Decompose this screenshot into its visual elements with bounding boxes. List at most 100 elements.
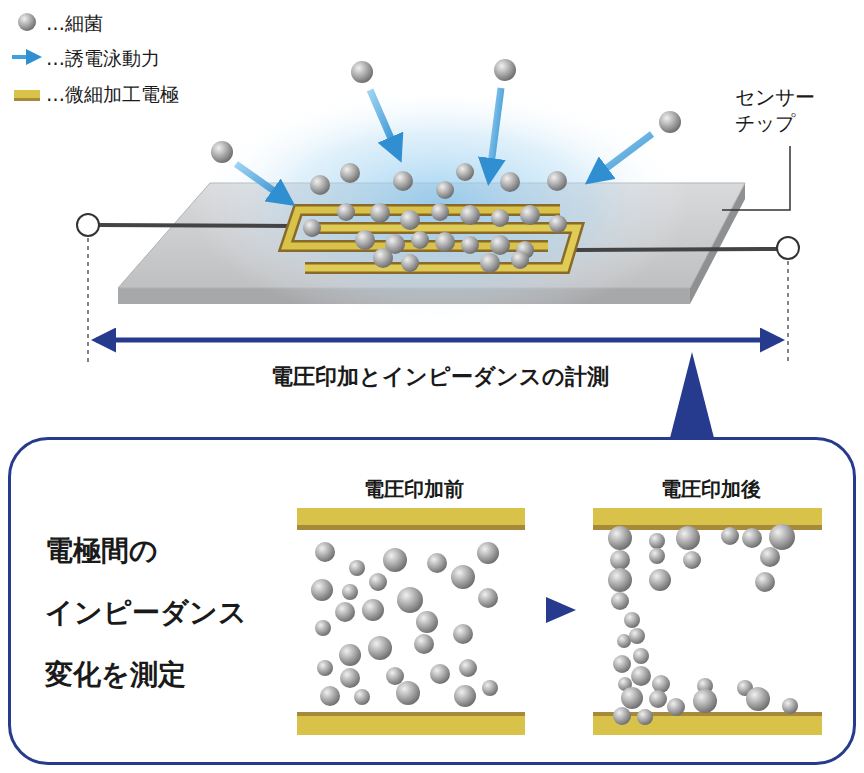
bacterium [649, 569, 671, 591]
bacterium [396, 681, 420, 705]
figure-heading: 電圧印加前 [300, 475, 528, 503]
legend-swatch [14, 90, 40, 101]
bacterium [456, 163, 474, 181]
leader-line [722, 146, 790, 210]
electrode-bar [297, 716, 525, 735]
panel-ground [10, 439, 854, 763]
bacterium [478, 588, 498, 608]
terminal [77, 214, 99, 236]
dashed-guide [787, 261, 788, 362]
bacterium [355, 230, 375, 250]
bacterium [617, 634, 631, 648]
bacterium [608, 526, 632, 550]
bacterium [649, 548, 665, 564]
bacterium [340, 668, 360, 688]
electrode-bar [593, 508, 822, 527]
electrode-edge [297, 525, 525, 530]
bacterium [310, 175, 330, 195]
bacterium [637, 709, 653, 725]
bacterium [633, 648, 649, 664]
bacterium [454, 685, 476, 707]
bacterium [351, 61, 373, 83]
bacterium [511, 251, 529, 269]
measurement-panel: 電極間の インピーダンス 変化を測定 電圧印加前 電圧印加後 [8, 437, 856, 765]
after-figure: 電圧印加後 [596, 473, 825, 743]
bacteria-sample [18, 13, 36, 31]
bacterium [659, 111, 681, 133]
bacterium [401, 254, 419, 272]
bacterium [211, 141, 233, 163]
bacterium [315, 620, 331, 636]
bacterium [629, 628, 645, 644]
bacterium [311, 579, 333, 601]
legend-text: …細菌 [46, 10, 103, 36]
bacterium [649, 690, 667, 708]
bacterium [494, 59, 516, 81]
field-glow [190, 85, 690, 325]
before-figure: 電圧印加前 [300, 473, 528, 743]
pointer-triangle [670, 352, 714, 438]
wire [98, 225, 292, 226]
bacterium [337, 203, 355, 221]
bacterium [435, 232, 455, 252]
bacterium [482, 680, 498, 696]
bacterium [652, 675, 670, 693]
bacterium [608, 568, 632, 592]
bacterium [453, 624, 473, 644]
bacterium [547, 171, 567, 191]
bacterium [480, 253, 500, 273]
bacterium [369, 573, 387, 591]
figure-heading: 電圧印加後 [596, 475, 825, 503]
bacterium [621, 687, 643, 709]
bacterium [303, 219, 321, 237]
bacterium [339, 644, 361, 666]
legend-text: …誘電泳動力 [46, 45, 160, 71]
bacterium [340, 163, 360, 183]
bacterium [721, 527, 739, 545]
bacterium [676, 526, 700, 550]
bacterium [613, 655, 631, 673]
bacterium [451, 565, 475, 589]
bacterium [631, 666, 651, 686]
part-label: センサー チップ [735, 84, 835, 136]
bacterium [683, 551, 701, 569]
bacterium [383, 548, 407, 572]
panel-heading: 電極間の インピーダンス 変化を測定 [45, 520, 270, 706]
bacterium [460, 205, 480, 225]
bacterium [610, 550, 630, 570]
caption-label: 電圧印加とインピーダンスの計測 [190, 363, 690, 392]
bacterium [746, 687, 770, 711]
bacterium [362, 599, 384, 621]
bacterium [782, 698, 798, 714]
measure-arrow [96, 338, 780, 343]
terminal [777, 237, 799, 259]
bacterium [414, 634, 434, 654]
dep-force-arrow [236, 88, 652, 198]
bacterium [335, 602, 355, 622]
bacterium [693, 689, 717, 713]
bacterium [317, 660, 333, 676]
bacterium [461, 236, 479, 254]
legend-text: …微細加工電極 [46, 81, 179, 107]
bacterium [611, 592, 629, 610]
bacterium [430, 664, 450, 684]
force-arrow-sample [12, 55, 34, 59]
flow-arrow [546, 597, 576, 623]
bacterium [320, 686, 340, 706]
bacterium [613, 707, 631, 725]
bacterium [368, 636, 392, 660]
bacterium [400, 210, 420, 230]
bacterium [370, 203, 390, 223]
bacterium [742, 528, 762, 548]
bacterium [490, 235, 510, 255]
bacterium [624, 612, 640, 628]
bacterium [386, 667, 404, 685]
dashed-guide [87, 238, 88, 362]
bacterium [459, 659, 477, 677]
bacterium [667, 698, 685, 716]
wire [575, 249, 778, 250]
bacterium [393, 171, 413, 191]
bacterium [397, 587, 423, 613]
bacterium [769, 524, 795, 550]
